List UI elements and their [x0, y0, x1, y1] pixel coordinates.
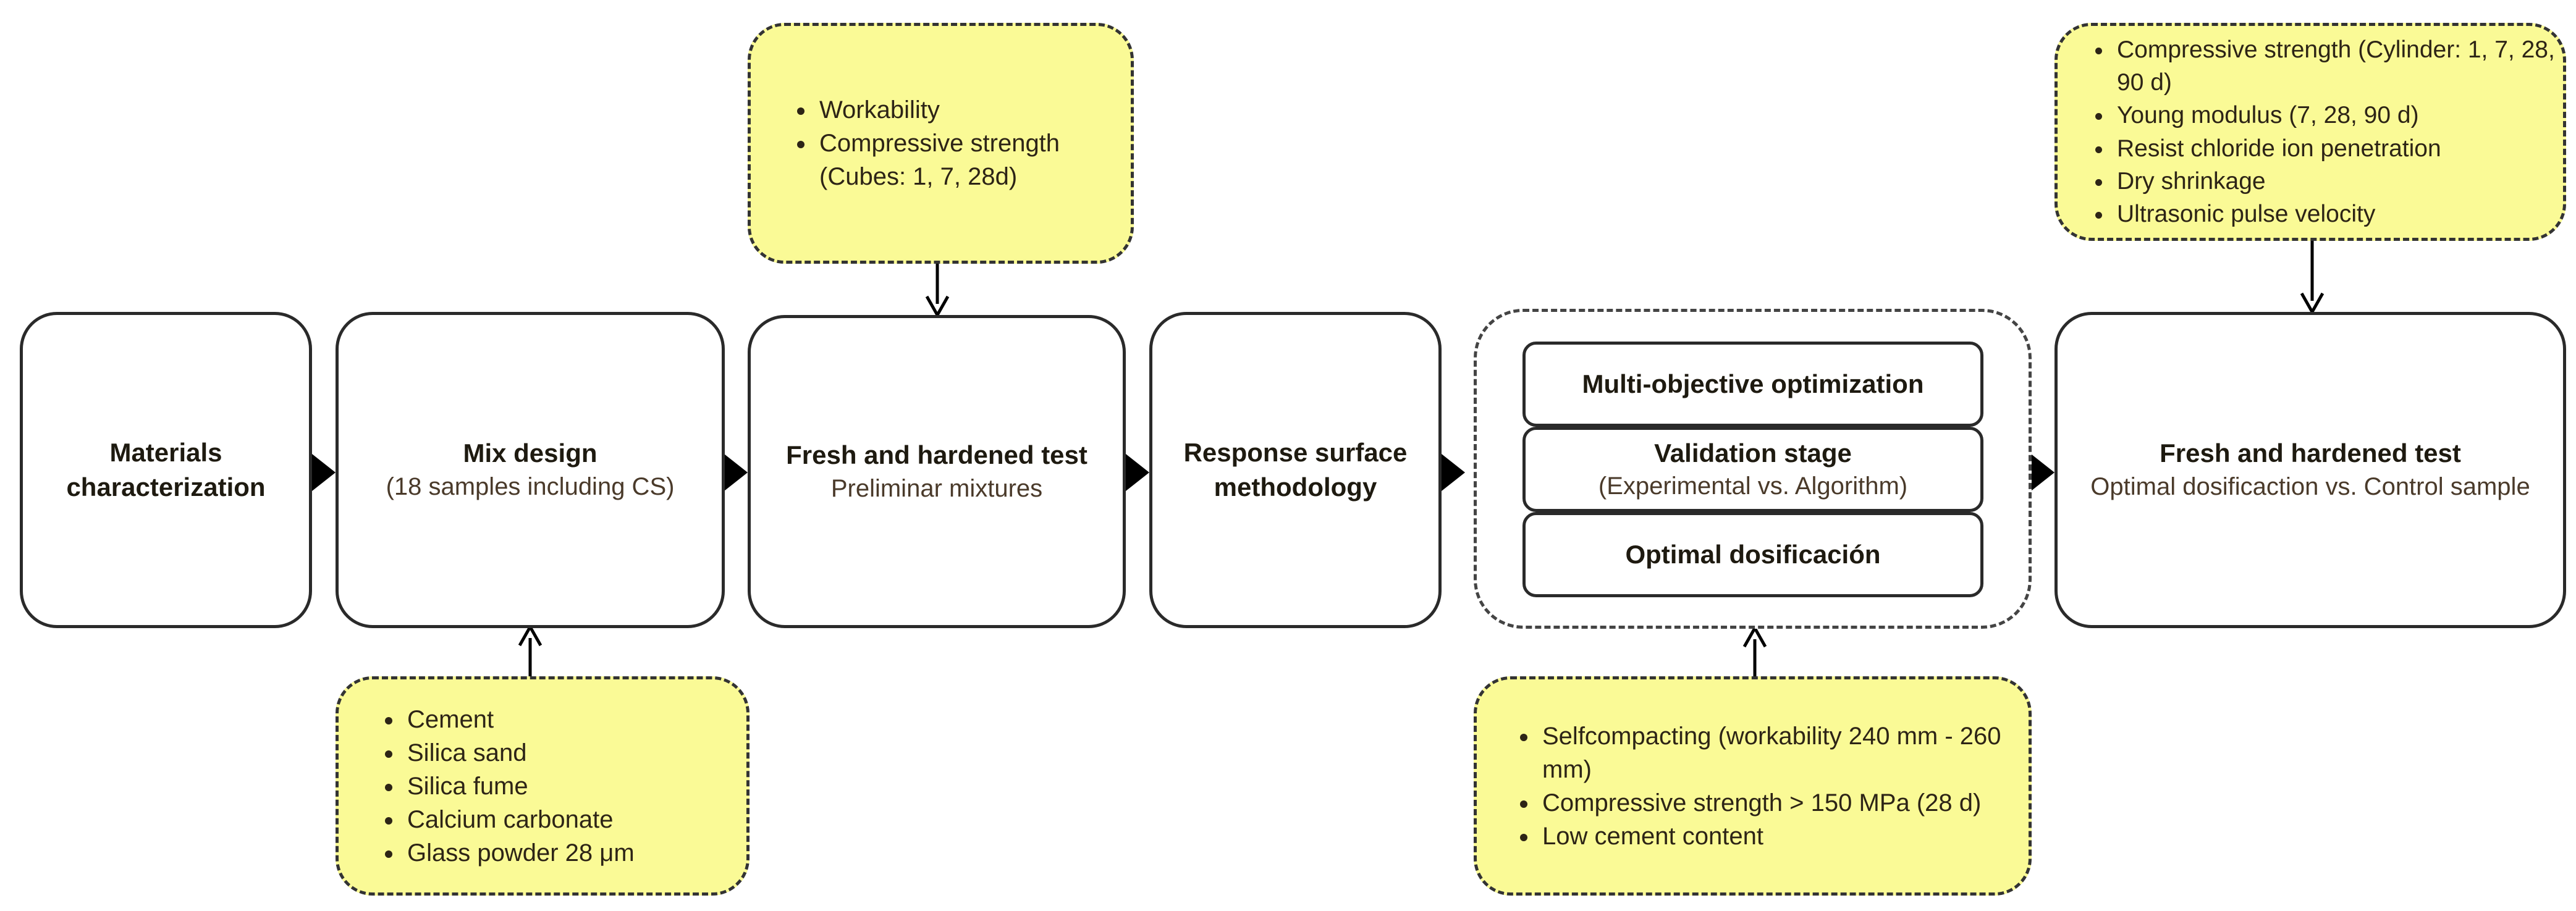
- list-item: Calcium carbonate: [403, 803, 635, 836]
- flow-arrow-1: [312, 454, 336, 491]
- validation-stage-box: Validation stage (Experimental vs. Algor…: [1522, 427, 1983, 512]
- preliminary-tests-list: Workability Compressive strength (Cubes:…: [751, 93, 1131, 193]
- multi-objective-optimization-box: Multi-objective optimization: [1522, 342, 1983, 427]
- list-item: Compressive strength (Cubes: 1, 7, 28d): [816, 127, 1131, 193]
- list-item: Silica fume: [403, 770, 635, 803]
- optimal-dosification-box: Optimal dosificación: [1522, 512, 1983, 597]
- final-tests-list: Compressive strength (Cylinder: 1, 7, 28…: [2058, 33, 2563, 230]
- list-item: Workability: [816, 93, 1131, 127]
- list-item: Resist chloride ion penetration: [2113, 132, 2563, 165]
- list-item: Dry shrinkage: [2113, 165, 2563, 198]
- flow-arrow-3: [1126, 454, 1149, 491]
- stage-title: Optimal dosificación: [1625, 539, 1881, 569]
- materials-characterization-box: Materials characterization: [20, 312, 312, 628]
- step-title: Mix design: [463, 439, 598, 468]
- flow-arrow-5: [2031, 454, 2054, 491]
- list-item: Cement: [403, 703, 635, 736]
- step-title: Fresh and hardened test: [2160, 439, 2461, 468]
- fresh-hardened-test-box: Fresh and hardened test Preliminar mixtu…: [748, 315, 1126, 628]
- step-subtitle: Optimal dosificaction vs. Control sample: [2090, 473, 2530, 501]
- flow-arrow-4: [1442, 454, 1465, 491]
- materials-list: Cement Silica sand Silica fume Calcium c…: [339, 703, 635, 870]
- constraints-list: Selfcompacting (workability 240 mm - 260…: [1477, 720, 2029, 853]
- response-surface-box: Response surface methodology: [1149, 312, 1442, 628]
- list-item: Selfcompacting (workability 240 mm - 260…: [1539, 720, 2004, 786]
- step-title: Fresh and hardened test: [786, 440, 1087, 469]
- list-item: Low cement content: [1539, 820, 2004, 853]
- connector-materials-list: [518, 623, 543, 676]
- list-item: Compressive strength > 150 MPa (28 d): [1539, 786, 2004, 820]
- connector-preliminary-tests: [925, 264, 950, 319]
- step-subtitle: Preliminar mixtures: [830, 474, 1043, 502]
- stage-subtitle: (Experimental vs. Algorithm): [1598, 472, 1908, 500]
- preliminary-tests-note: Workability Compressive strength (Cubes:…: [748, 23, 1134, 264]
- connector-final-tests: [2300, 241, 2325, 316]
- list-item: Compressive strength (Cylinder: 1, 7, 28…: [2113, 33, 2563, 99]
- mix-design-box: Mix design (18 samples including CS): [336, 312, 725, 628]
- list-item: Silica sand: [403, 736, 635, 770]
- connector-constraints: [1742, 624, 1767, 676]
- materials-list-note: Cement Silica sand Silica fume Calcium c…: [336, 676, 750, 896]
- final-fresh-hardened-test-box: Fresh and hardened test Optimal dosifica…: [2054, 312, 2566, 628]
- list-item: Glass powder 28 μm: [403, 836, 635, 870]
- list-item: Young modulus (7, 28, 90 d): [2113, 99, 2563, 132]
- final-tests-note: Compressive strength (Cylinder: 1, 7, 28…: [2054, 23, 2566, 241]
- step-subtitle: (18 samples including CS): [386, 473, 675, 501]
- list-item: Ultrasonic pulse velocity: [2113, 198, 2563, 230]
- stage-title: Validation stage: [1654, 438, 1852, 468]
- step-title: Response surface methodology: [1183, 438, 1408, 502]
- stage-title: Multi-objective optimization: [1582, 369, 1924, 398]
- flow-arrow-2: [724, 454, 748, 491]
- step-title: Materials characterization: [66, 438, 266, 502]
- constraints-note: Selfcompacting (workability 240 mm - 260…: [1474, 676, 2032, 896]
